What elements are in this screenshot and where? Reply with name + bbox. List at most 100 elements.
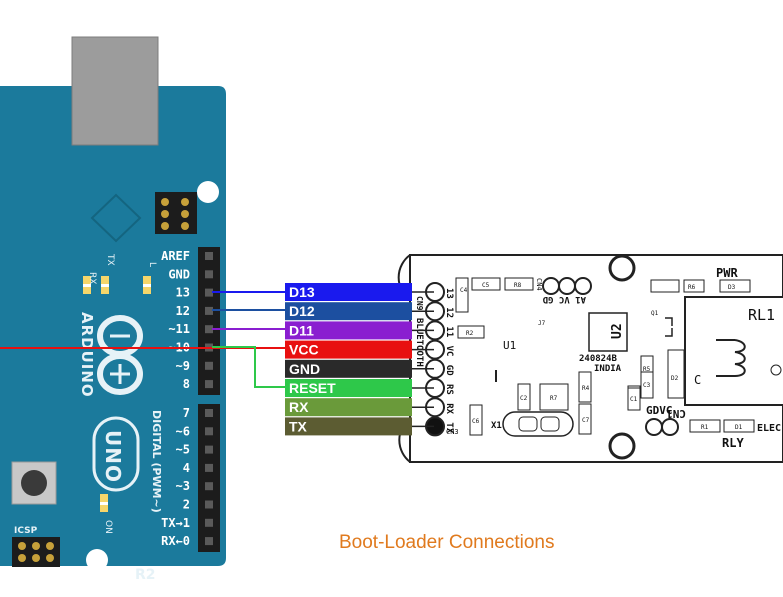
connection-label-text: RX [289, 399, 309, 415]
capacitor-c2 [517, 383, 531, 411]
usb-connector [71, 36, 159, 146]
connection-bar [285, 340, 412, 359]
header-pin-label: 4 [183, 461, 190, 475]
cn9-pin-label: RS [444, 384, 454, 395]
connection-bar [285, 398, 412, 417]
cn9-pin-label: VC [444, 346, 454, 357]
resistor-r8 [504, 277, 534, 291]
module-mount-hole [608, 432, 636, 460]
crystal-pad [518, 416, 538, 432]
brand-partial-label: ELEC [757, 423, 781, 434]
cn3-label: CN3 [446, 428, 459, 436]
cn1-pins-label: GDVC [646, 404, 673, 417]
connection-label-vcc: VCC [285, 340, 434, 359]
connection-bar [285, 283, 412, 301]
header-pin-label: 7 [183, 406, 190, 420]
capacitor-c3 [640, 371, 654, 399]
rly-label: RLY [722, 436, 744, 450]
arduino-board: RX TX L ARDUINO UNO ON [0, 36, 226, 583]
arduino-brand-text: ARDUINO [78, 312, 96, 398]
bluetooth-label: BLUETOOTH [414, 318, 424, 367]
connection-label-text: GND [289, 361, 320, 377]
header-bottom-block [198, 404, 220, 552]
connection-label-d13: D13 [285, 283, 434, 301]
header-pin [205, 380, 213, 389]
cn9-pin-label: RX [444, 403, 454, 414]
pwr-label: PWR [716, 266, 738, 280]
arduino-logo [97, 315, 143, 395]
mounting-hole [86, 549, 108, 571]
c1-label: C1 [630, 396, 638, 403]
header-pin [205, 518, 213, 527]
c5-label: C5 [482, 282, 490, 289]
header-pin-label: ~9 [176, 359, 190, 373]
cn9-label: CN9 [415, 296, 424, 311]
icsp-header-top [155, 192, 197, 234]
c4-label: C4 [460, 287, 468, 294]
on-led: ON [100, 494, 113, 534]
connection-label-d12: D12 [285, 302, 434, 321]
j7-label: J7 [538, 320, 546, 327]
c3-label: C3 [643, 382, 651, 389]
c2-label: C2 [520, 395, 528, 402]
module-mount-hole [608, 254, 636, 282]
connection-label-text: RESET [289, 380, 336, 396]
relay-coil [734, 339, 746, 377]
r5-label: R5 [643, 366, 651, 373]
resistor-r2 [457, 325, 485, 339]
header-pin [205, 482, 213, 491]
header-pin [205, 361, 213, 370]
led-d3 [719, 279, 751, 293]
header-pin [205, 427, 213, 436]
diode-d1 [723, 419, 755, 433]
cn4-pins-label: A1 VC GD [542, 294, 586, 304]
header-pin [205, 463, 213, 472]
l-led: L [143, 262, 157, 294]
resistor-r4 [578, 371, 592, 403]
q1-label: Q1 [651, 310, 659, 317]
connection-bar [285, 321, 412, 340]
country-label: INDIA [594, 364, 622, 374]
connection-label-gnd: GND [285, 359, 434, 378]
r6-label: R6 [688, 284, 696, 291]
header-pin-label: 2 [183, 498, 190, 512]
capacitor-c1 [627, 387, 641, 411]
capacitor-c7 [578, 403, 592, 435]
l-led-label: L [147, 262, 157, 267]
header-pin-label: ~3 [176, 479, 190, 493]
header-top-block [198, 247, 220, 395]
connection-bar [285, 302, 412, 321]
r2-label: R2 [466, 330, 474, 337]
connection-label-text: D13 [289, 284, 315, 300]
connection-label-d11: D11 [285, 321, 434, 340]
rx-led-label: RX [87, 272, 97, 284]
on-led-label: ON [103, 520, 113, 534]
header-pin [205, 252, 213, 260]
cn4-header [542, 277, 592, 295]
header-pin-label: ~6 [176, 424, 190, 438]
connection-label-tx: TX [285, 417, 434, 436]
r1-label: R1 [701, 424, 709, 431]
uno-badge [92, 416, 140, 492]
header-pin [205, 537, 213, 546]
resistor-r1-top [650, 279, 680, 293]
board-diamond-marking [90, 193, 142, 243]
revision-label: R2 [135, 567, 156, 583]
wires [0, 291, 285, 388]
icsp-label: ICSP [14, 526, 38, 536]
x1-label: X1 [491, 421, 502, 431]
connection-bar [285, 379, 412, 397]
tx-led: TX [101, 253, 115, 294]
r8-label: R8 [514, 282, 522, 289]
relay-label: RL1 [748, 306, 775, 324]
header-pin-label: AREF [161, 249, 190, 263]
header-pin-label: 12 [176, 304, 190, 318]
cn9-pin-label: 13 [444, 288, 454, 299]
header-pin-label: GND [168, 267, 190, 281]
reset-button[interactable] [11, 461, 57, 505]
header-pin [205, 500, 213, 509]
